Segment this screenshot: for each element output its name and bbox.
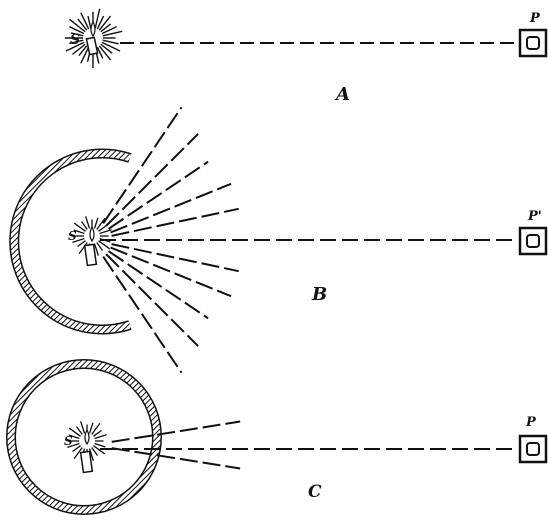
- reflected-ray: [110, 182, 232, 234]
- glow-ray: [91, 447, 99, 456]
- glow-ray: [69, 25, 85, 35]
- glow-ray: [91, 422, 101, 435]
- source-label-c: S: [64, 434, 73, 448]
- glow-ray: [69, 18, 86, 33]
- reflected-ray: [108, 250, 209, 320]
- glow-ray: [70, 32, 84, 37]
- glow-ray: [68, 427, 81, 437]
- panel-caption-a: A: [334, 84, 350, 105]
- glow-ray: [94, 434, 107, 440]
- reflected-ray: [105, 133, 199, 227]
- target-label-c: P: [525, 415, 537, 430]
- ray-fan-b: [102, 106, 239, 374]
- reflected-ray: [105, 253, 199, 347]
- glow-ray: [98, 15, 112, 31]
- glow-ray: [100, 43, 113, 54]
- glow-ray: [96, 15, 105, 30]
- glow-ray: [77, 240, 86, 248]
- glow-ray: [99, 229, 112, 235]
- reflected-ray: [111, 447, 241, 470]
- reflected-ray: [110, 246, 232, 298]
- glow-ray: [98, 224, 107, 232]
- glow-ray: [80, 12, 90, 30]
- glow-ray: [78, 45, 88, 57]
- reflected-ray: [111, 207, 239, 237]
- glow-ray: [87, 15, 92, 29]
- target-label-b: P': [527, 209, 542, 224]
- glow-ray: [102, 39, 119, 45]
- source-label-a: S: [70, 32, 80, 48]
- glow-ray: [100, 23, 112, 33]
- glow-ray: [73, 222, 86, 232]
- ray-fan-c: [111, 420, 241, 470]
- glow-ray: [85, 216, 91, 229]
- glow-ray: [68, 434, 80, 440]
- glow-ray: [80, 421, 86, 434]
- panel-caption-b: B: [311, 284, 327, 305]
- glow-ray: [93, 445, 106, 455]
- screen-icon: [518, 28, 548, 58]
- glow-ray: [98, 240, 111, 250]
- glow-ray: [98, 45, 112, 61]
- glow-ray: [75, 426, 83, 435]
- glow-ray: [93, 429, 102, 437]
- glow-ray: [73, 447, 83, 460]
- glow-ray: [77, 18, 88, 31]
- glow-ray: [102, 30, 123, 37]
- panel-b: S P' B: [9, 106, 548, 374]
- glow-ray: [72, 43, 86, 55]
- candle-icon: [72, 216, 112, 267]
- candle-icon: [64, 8, 123, 68]
- glow-ray: [67, 442, 80, 448]
- glow-ray: [101, 41, 121, 52]
- glow-ray: [69, 39, 84, 45]
- glow-ray: [73, 229, 85, 235]
- candle-icon: [67, 421, 107, 474]
- reflected-ray: [111, 420, 241, 443]
- glow-ray: [72, 237, 85, 243]
- target-label-a: P: [529, 11, 541, 26]
- glow-ray: [101, 25, 117, 35]
- glow-ray: [96, 217, 106, 230]
- glow-ray: [80, 46, 90, 64]
- glow-ray: [94, 442, 106, 448]
- reflected-ray: [111, 243, 239, 273]
- glow-ray: [78, 242, 88, 255]
- screen-icon: [518, 226, 548, 256]
- glow-ray: [80, 221, 88, 230]
- glow-ray: [72, 445, 81, 453]
- screen-icon: [518, 434, 548, 464]
- reflected-ray: [108, 160, 209, 230]
- glow-ray: [88, 422, 94, 434]
- glow-ray: [96, 46, 104, 59]
- glow-ray: [93, 217, 99, 229]
- glow-ray: [94, 8, 101, 29]
- glow-ray: [93, 243, 99, 256]
- source-label-b: S: [68, 229, 77, 243]
- glow-ray: [65, 41, 85, 52]
- panel-c: S P C: [6, 359, 548, 515]
- panel-caption-c: C: [308, 482, 322, 502]
- glow-ray: [96, 242, 104, 251]
- panel-a: S P A: [64, 8, 548, 105]
- reflected-ray: [102, 106, 183, 224]
- reflected-ray: [102, 256, 183, 374]
